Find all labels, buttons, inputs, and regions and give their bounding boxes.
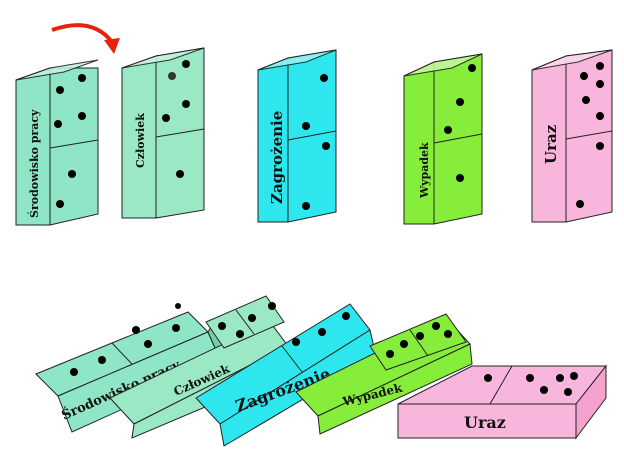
domino-side (49, 67, 99, 226)
standing-label-2: Człowiek (134, 113, 147, 168)
domino-divider (287, 130, 337, 141)
pip (292, 338, 300, 346)
pip (582, 96, 590, 104)
pip (596, 62, 604, 70)
pip (54, 120, 62, 128)
pip (570, 372, 578, 380)
standing-label-4: Wypadek (418, 142, 431, 199)
pip (576, 200, 584, 208)
pip (318, 328, 326, 336)
pip (144, 340, 152, 348)
fallen-domino-5: Uraz (397, 364, 608, 440)
pip (168, 72, 176, 80)
pip (182, 60, 190, 68)
pip (416, 332, 424, 340)
domino-divider (111, 342, 133, 365)
pip (132, 326, 140, 334)
pip (468, 64, 476, 72)
pip (342, 312, 350, 320)
pip (556, 374, 564, 382)
pip (456, 174, 464, 182)
pip (68, 170, 76, 178)
standing-domino-2: Człowiek (121, 47, 205, 219)
pip (56, 200, 64, 208)
pip (162, 114, 170, 122)
curved-arrow-icon (51, 23, 120, 54)
pip (175, 303, 181, 309)
pip (236, 330, 244, 338)
pip (182, 100, 190, 108)
domino-divider (409, 329, 429, 357)
pip (78, 112, 86, 120)
standing-domino-5: Uraz (531, 49, 613, 223)
pip (70, 368, 78, 376)
domino-divider (49, 139, 99, 149)
pip (580, 72, 588, 80)
pip (444, 330, 452, 338)
pip (302, 202, 310, 210)
domino-divider (433, 133, 483, 144)
domino-side (575, 364, 607, 440)
standing-label-1: Środowisko pracy (27, 109, 41, 218)
domino-side (565, 49, 613, 223)
domino-top (15, 59, 99, 81)
pip (432, 322, 440, 330)
pip (596, 142, 604, 150)
pip (218, 322, 226, 330)
pip (98, 356, 106, 364)
domino-front (317, 343, 473, 435)
standing-domino-4: Wypadek (403, 53, 483, 225)
pip (596, 80, 604, 88)
pip (456, 98, 464, 106)
standing-label-3: Zagrożenie (268, 111, 286, 204)
domino-divider (235, 309, 255, 335)
pip (78, 74, 86, 82)
fallen-label-5: Uraz (464, 413, 506, 432)
domino-divider (565, 130, 613, 140)
pip (526, 374, 534, 382)
pip (320, 74, 328, 82)
pip (176, 170, 184, 178)
domino-top (121, 47, 205, 69)
pip (540, 386, 548, 394)
pip (56, 86, 64, 94)
pip (444, 126, 452, 134)
pip (386, 350, 394, 358)
pip (484, 374, 492, 382)
standing-domino-3: Zagrożenie (257, 49, 337, 223)
pip (302, 122, 310, 130)
pip (400, 340, 408, 348)
domino-top (531, 49, 613, 71)
standing-label-5: Uraz (542, 124, 560, 164)
domino-divider (155, 128, 205, 138)
pip (268, 302, 276, 310)
fallen-domino-4: Wypadek (295, 313, 473, 435)
pip (248, 314, 256, 322)
domino-divider (489, 365, 513, 405)
pip (322, 142, 330, 150)
pip (564, 388, 572, 396)
domino-top (257, 49, 337, 71)
domino-divider (281, 345, 303, 373)
domino-top (403, 53, 483, 77)
standing-domino-1: Środowisko pracy (15, 59, 99, 226)
pip (172, 324, 180, 332)
pip (596, 112, 604, 120)
